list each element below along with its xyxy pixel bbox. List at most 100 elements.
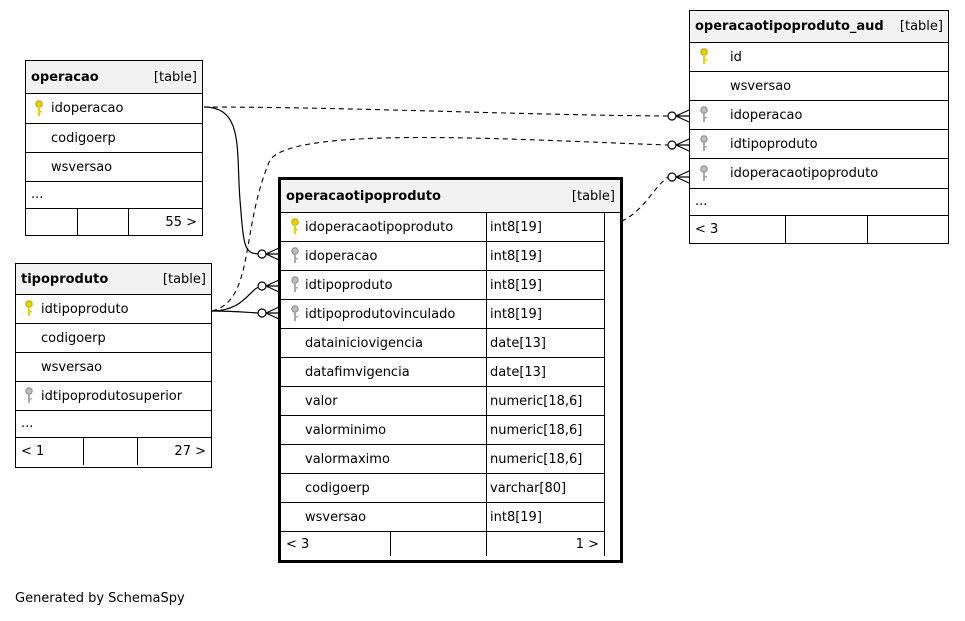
footer-children: 27 > [174,444,206,459]
column-name: valormaximo [305,451,390,467]
foreign-key-icon [291,305,299,321]
table-name: operacao [31,69,99,85]
table-row[interactable]: valorminimo numeric[18,6] [281,416,604,445]
column-name: idoperacao [305,248,378,264]
table-row[interactable]: id [690,43,948,72]
footer-middle [84,438,138,465]
table-row[interactable]: codigoerp [26,124,202,153]
column-type: int8[19] [486,271,542,299]
table-row[interactable]: idoperacao int8[19] [281,242,604,271]
column-name: datafimvigencia [305,364,410,380]
foreign-key-icon [700,106,708,122]
column-name: wsversao [305,509,367,525]
table-row[interactable]: idoperacaotipoproduto [690,159,948,189]
edge-tipoproduto-aud-idtipoproduto [211,136,669,312]
column-name: wsversao [51,159,113,175]
table-row[interactable]: valor numeric[18,6] [281,387,604,416]
column-name: idtipoproduto [730,136,818,152]
column-name: idoperacaotipoproduto [730,166,879,181]
footer-children: 1 > [575,536,599,552]
column-name: codigoerp [305,480,370,496]
column-name: idoperacao [51,101,124,116]
table-header[interactable]: operacaotipoproduto_aud [table] [690,11,948,43]
table-footer: < 1 27 > [16,438,211,465]
table-row[interactable]: wsversao [26,153,202,182]
table-row[interactable]: codigoerp varchar[80] [281,474,604,503]
column-name: idoperacao [730,107,803,123]
crow-foot-markers [257,109,690,320]
table-row[interactable]: wsversao int8[19] [281,503,604,532]
footer-parents: < 3 [690,216,786,243]
table-name: operacaotipoproduto_aud [695,19,884,34]
column-name: valorminimo [305,422,387,438]
column-type: int8[19] [486,242,542,270]
column-name: idtipoprodutosuperior [41,388,183,404]
edge-tipoproduto-idtipoprodutovinculado [211,310,263,314]
table-tag: [table] [153,69,197,85]
table-header[interactable]: tipoproduto [table] [16,264,211,295]
table-row[interactable]: wsversao [16,353,211,382]
footer-middle [78,209,129,235]
table-row[interactable]: idoperacaotipoproduto int8[19] [281,213,604,242]
table-row[interactable]: datainiciovigencia date[13] [281,329,604,358]
footer-parents [26,209,78,235]
footer-parents: < 3 [281,532,391,556]
column-type: date[13] [486,329,546,357]
footer-middle [391,532,487,556]
more-columns-ellipsis: ... [16,411,211,438]
table-row[interactable]: wsversao [690,72,948,101]
generated-by-credit: Generated by SchemaSpy [15,591,185,606]
primary-key-icon [291,218,299,234]
more-columns-ellipsis: ... [690,189,948,216]
table-row[interactable]: idtipoproduto [16,295,211,324]
table-row[interactable]: codigoerp [16,324,211,353]
table-row[interactable]: idoperacao [690,101,948,130]
table-row[interactable]: idtipoprodutosuperior [16,382,211,411]
primary-key-icon [25,300,33,316]
column-name: valor [305,393,338,409]
table-row[interactable]: idtipoproduto [690,130,948,159]
primary-key-icon [35,100,43,116]
column-name: idtipoproduto [305,277,393,293]
column-name: datainiciovigencia [305,335,423,351]
footer-middle [786,216,868,243]
column-name: wsversao [41,359,103,375]
footer-children [868,216,948,243]
edge-operacao-idoperacao [203,106,263,255]
foreign-key-icon [291,247,299,263]
table-footer: < 3 1 > [281,532,604,556]
table-operacaotipoproduto-aud[interactable]: operacaotipoproduto_aud [table] id wsver… [689,10,949,244]
table-row[interactable]: idoperacao [26,94,202,124]
more-columns-ellipsis: ... [26,182,202,209]
edge-tipoproduto-idtipoproduto [211,285,263,312]
footer-children: 55 > [165,214,197,230]
column-grid: idoperacaotipoproduto int8[19] idoperaca… [281,213,605,556]
table-name: operacaotipoproduto [286,188,441,204]
table-footer: 55 > [26,209,202,235]
footer-parents: < 1 [16,438,84,465]
table-tag: [table] [899,19,943,34]
table-tag: [table] [571,188,615,204]
foreign-key-icon [291,276,299,292]
column-name: id [730,49,742,65]
table-row[interactable]: datafimvigencia date[13] [281,358,604,387]
table-tipoproduto[interactable]: tipoproduto [table] idtipoproduto codigo… [15,263,212,468]
column-name: codigoerp [41,330,106,346]
column-name: idtipoprodutovinculado [305,306,456,322]
table-operacao[interactable]: operacao [table] idoperacao codigoerp ws… [25,60,203,236]
table-header[interactable]: operacaotipoproduto [table] [281,180,620,213]
column-type: date[13] [486,358,546,386]
foreign-key-icon [700,165,708,181]
table-tag: [table] [162,271,206,287]
table-footer: < 3 [690,216,948,243]
table-row[interactable]: valormaximo numeric[18,6] [281,445,604,474]
table-header[interactable]: operacao [table] [26,61,202,94]
column-name: idoperacaotipoproduto [305,219,454,235]
column-type: numeric[18,6] [486,387,582,415]
column-type: numeric[18,6] [486,445,582,473]
table-row[interactable]: idtipoproduto int8[19] [281,271,604,300]
table-row[interactable]: idtipoprodutovinculado int8[19] [281,300,604,329]
table-operacaotipoproduto[interactable]: operacaotipoproduto [table] idoperacaoti… [278,177,623,563]
column-type: int8[19] [486,300,542,328]
